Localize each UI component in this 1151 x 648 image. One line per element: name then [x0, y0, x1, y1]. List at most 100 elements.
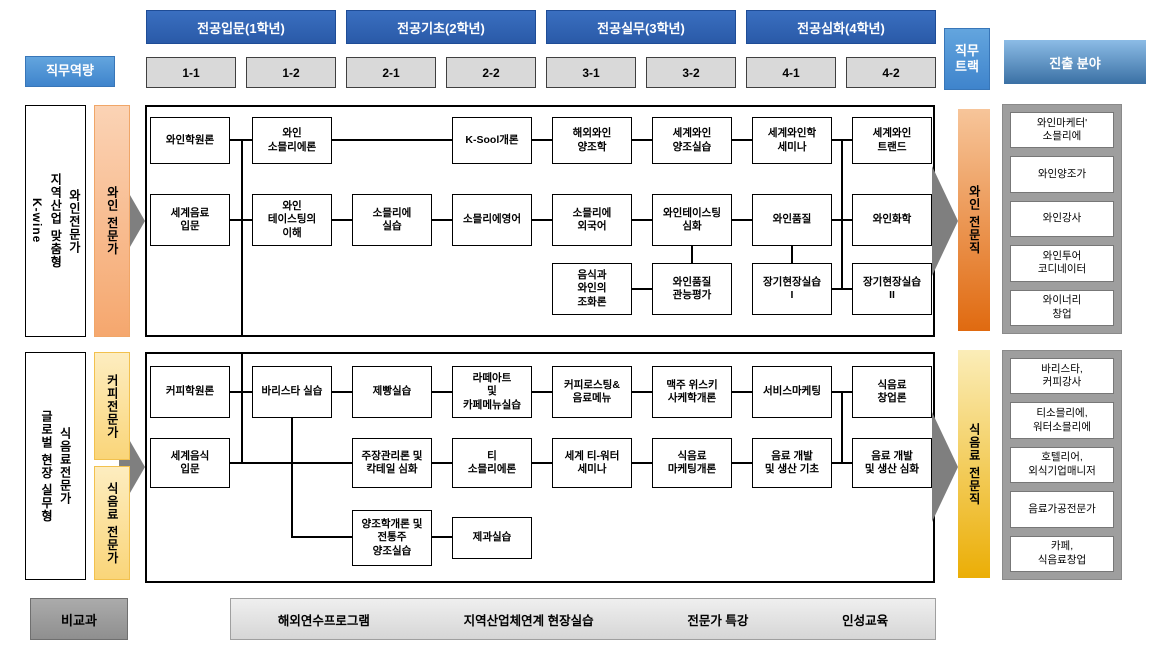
- program-item: 해외연수프로그램: [277, 613, 370, 628]
- food-side-label-box: 식음료전문가 글로벌 현장 실무형: [25, 352, 86, 580]
- connector-line: [532, 139, 552, 141]
- connector-line: [241, 352, 243, 463]
- wine-career-panel: 와인마케터' 소믈리에 와인양조가 와인강사 와인투어 코디네이터 와이너리 창…: [1002, 104, 1122, 334]
- program-item: 지역산업체연계 현장실습: [463, 613, 594, 628]
- competency-label: 직무역량: [25, 56, 115, 87]
- semester-3-2: 3-2: [646, 57, 736, 88]
- food-competency-label: 식음료 전문가: [105, 481, 120, 565]
- food-competency-bar: 식음료 전문가: [94, 466, 130, 580]
- course-box: 바리스타 실습: [252, 366, 332, 418]
- program-item: 인성교육: [842, 613, 889, 628]
- course-box: 세계음료 입문: [150, 194, 230, 246]
- course-box: K-Sool개론: [452, 117, 532, 164]
- connector-line: [432, 536, 452, 538]
- connector-line: [532, 219, 552, 221]
- career-item: 호텔리어, 외식기업매니저: [1010, 446, 1114, 484]
- course-box: 티 소믈리에론: [452, 438, 532, 488]
- connector-line: [632, 219, 652, 221]
- course-box: 세계와인 트랜드: [852, 117, 932, 164]
- semester-3-1: 3-1: [546, 57, 636, 88]
- course-box: 와인품질: [752, 194, 832, 246]
- year-group-header-4: 전공심화(4학년): [746, 10, 936, 44]
- wine-track-label: 와인 전문직: [967, 185, 982, 255]
- connector-line: [732, 139, 752, 141]
- career-item: 와인마케터' 소믈리에: [1010, 112, 1114, 149]
- connector-line: [432, 462, 452, 464]
- connector-line: [532, 391, 552, 393]
- wine-competency-label: 와인 전문가: [105, 186, 120, 256]
- career-item: 바리스타, 커피강사: [1010, 358, 1114, 395]
- semester-1-1: 1-1: [146, 57, 236, 88]
- course-box: 맥주 위스키 사케학개론: [652, 366, 732, 418]
- course-box: 와인 소믈리에론: [252, 117, 332, 164]
- wine-side-label: 와인전문가 지역산업 맞춤형 K-wine: [30, 173, 82, 269]
- connector-line: [332, 219, 352, 221]
- course-box: 세계음식 입문: [150, 438, 230, 488]
- course-box: 서비스마케팅: [752, 366, 832, 418]
- career-item: 음료가공전문가: [1010, 491, 1114, 528]
- arrow-right-icon: [932, 412, 958, 522]
- course-box: 세계와인 양조실습: [652, 117, 732, 164]
- course-box: 커피학원론: [150, 366, 230, 418]
- career-item: 와인양조가: [1010, 156, 1114, 193]
- connector-line: [732, 219, 752, 221]
- career-item: 와인강사: [1010, 200, 1114, 238]
- job-track-header: 직무 트랙: [944, 28, 990, 90]
- career-field-header: 진출 분야: [1004, 40, 1146, 84]
- course-box: 음식과 와인의 조화론: [552, 263, 632, 315]
- career-item: 카페, 식음료창업: [1010, 535, 1114, 573]
- course-box: 음료 개발 및 생산 기초: [752, 438, 832, 488]
- connector-line: [241, 139, 243, 337]
- connector-line: [632, 462, 652, 464]
- course-box: 와인 테이스팅의 이해: [252, 194, 332, 246]
- course-box: 와인화학: [852, 194, 932, 246]
- course-box: 제과실습: [452, 517, 532, 559]
- semester-2-1: 2-1: [346, 57, 436, 88]
- connector-line: [691, 246, 693, 263]
- course-box: 커피로스팅& 음료메뉴: [552, 366, 632, 418]
- connector-line: [632, 139, 652, 141]
- course-box: 라떼아트 및 카페메뉴실습: [452, 366, 532, 418]
- course-box: 와인테이스팅 심화: [652, 194, 732, 246]
- course-box: 소믈리에영어: [452, 194, 532, 246]
- career-item: 티소믈리에, 워터소믈리에: [1010, 402, 1114, 439]
- connector-line: [732, 462, 752, 464]
- connector-line: [632, 288, 652, 290]
- arrow-right-icon: [932, 166, 958, 276]
- career-item: 와인투어 코디네이터: [1010, 245, 1114, 282]
- wine-side-label-box: 와인전문가 지역산업 맞춤형 K-wine: [25, 105, 86, 337]
- connector-line: [791, 246, 793, 263]
- non-curricular-program-bar: 해외연수프로그램 지역산업체연계 현장실습 전문가 특강 인성교육: [230, 598, 936, 640]
- food-career-panel: 바리스타, 커피강사 티소믈리에, 워터소믈리에 호텔리어, 외식기업매니저 음…: [1002, 350, 1122, 580]
- year-group-header-1: 전공입문(1학년): [146, 10, 336, 44]
- connector-line: [432, 391, 452, 393]
- connector-line: [841, 139, 843, 289]
- course-box: 장기현장실습 II: [852, 263, 932, 315]
- connector-line: [532, 462, 552, 464]
- year-group-header-2: 전공기초(2학년): [346, 10, 536, 44]
- course-box: 와인품질 관능평가: [652, 263, 732, 315]
- course-box: 양조학개론 및 전통주 양조실습: [352, 510, 432, 566]
- connector-line: [291, 418, 293, 537]
- course-box: 와인학원론: [150, 117, 230, 164]
- food-track-label: 식음료 전문직: [967, 422, 982, 506]
- wine-track-bar: 와인 전문직: [958, 109, 990, 331]
- course-box: 해외와인 양조학: [552, 117, 632, 164]
- course-box: 소믈리에 외국어: [552, 194, 632, 246]
- course-box: 식음료 마케팅개론: [652, 438, 732, 488]
- semester-4-2: 4-2: [846, 57, 936, 88]
- course-box: 소믈리에 실습: [352, 194, 432, 246]
- wine-competency-bar: 와인 전문가: [94, 105, 130, 337]
- program-item: 전문가 특강: [687, 613, 749, 628]
- course-box: 음료 개발 및 생산 심화: [852, 438, 932, 488]
- course-box: 제빵실습: [352, 366, 432, 418]
- career-item: 와이너리 창업: [1010, 289, 1114, 327]
- non-curricular-label: 비교과: [30, 598, 128, 640]
- course-box: 세계 티-워터 세미나: [552, 438, 632, 488]
- semester-1-2: 1-2: [246, 57, 336, 88]
- semester-4-1: 4-1: [746, 57, 836, 88]
- connector-line: [732, 391, 752, 393]
- food-side-label: 식음료전문가 글로벌 현장 실무형: [39, 409, 73, 523]
- course-box: 주장관리론 및 칵테일 심화: [352, 438, 432, 488]
